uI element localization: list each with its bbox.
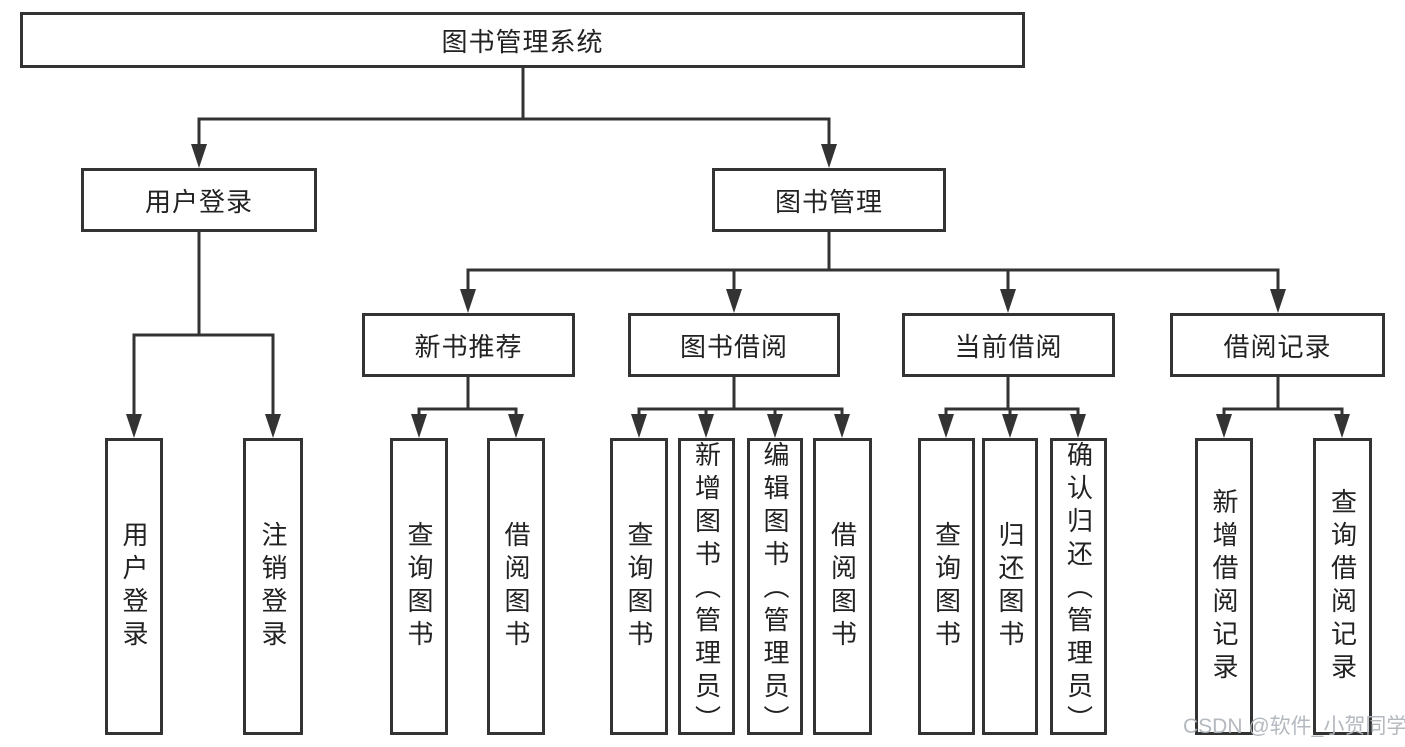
leaf-query-books-current: 查询图书 [918, 438, 975, 735]
leaf-query-books-current-label: 查询图书 [931, 520, 962, 653]
node-book-management-label: 图书管理 [774, 186, 883, 217]
leaf-borrow-books-borrowing: 借阅图书 [813, 438, 872, 735]
connector-new-book-bus [417, 407, 518, 418]
leaf-edit-book-admin-label: 编辑图书（管理员） [760, 441, 790, 738]
leaf-add-borrowing-record-label: 新增借阅记录 [1209, 487, 1239, 686]
arrowheads [126, 144, 1350, 438]
node-book-management: 图书管理 [712, 168, 946, 232]
node-new-book-recommendation-label: 新书推荐 [414, 331, 523, 362]
leaf-confirm-return-admin: 确认归还（管理员） [1050, 438, 1107, 738]
leaf-borrow-books-recommend: 借阅图书 [487, 438, 545, 735]
leaf-borrow-books-recommend-label: 借阅图书 [501, 520, 531, 653]
leaf-user-login-label: 用户登录 [119, 520, 149, 653]
node-user-login-label: 用户登录 [144, 186, 253, 217]
leaf-query-books-recommend-label: 查询图书 [404, 520, 434, 653]
watermark-text: CSDN @软件_小贺同学 [1183, 715, 1405, 738]
leaf-borrow-books-borrowing-label: 借阅图书 [827, 520, 858, 653]
node-borrowing-records: 借阅记录 [1170, 313, 1385, 377]
connector-book-borrowing-bus [637, 407, 844, 418]
node-library-management-system-label: 图书管理系统 [441, 26, 604, 57]
leaf-query-books-borrowing-label: 查询图书 [624, 520, 654, 653]
leaf-query-books-recommend: 查询图书 [390, 438, 448, 735]
connector-current-borrowing-bus [944, 407, 1080, 418]
leaf-add-book-admin: 新增图书（管理员） [678, 438, 735, 738]
leaf-edit-book-admin: 编辑图书（管理员） [747, 438, 803, 738]
leaf-query-borrowing-record: 查询借阅记录 [1313, 438, 1372, 735]
leaf-add-borrowing-record: 新增借阅记录 [1195, 438, 1253, 735]
connector-level2-bus [197, 117, 831, 148]
leaf-logout-login: 注销登录 [243, 438, 303, 735]
leaf-query-books-borrowing: 查询图书 [610, 438, 668, 735]
leaf-user-login: 用户登录 [105, 438, 163, 735]
connector-user-login-bus [132, 333, 275, 418]
leaf-logout-login-label: 注销登录 [258, 520, 288, 653]
leaf-query-borrowing-record-label: 查询借阅记录 [1327, 487, 1358, 686]
leaf-add-book-admin-label: 新增图书（管理员） [691, 441, 722, 738]
connector-level3-bus [466, 268, 1280, 294]
leaf-confirm-return-admin-label: 确认归还（管理员） [1063, 441, 1094, 738]
node-library-management-system: 图书管理系统 [20, 12, 1025, 68]
node-borrowing-records-label: 借阅记录 [1223, 331, 1332, 362]
node-new-book-recommendation: 新书推荐 [362, 313, 575, 377]
node-book-borrowing-label: 图书借阅 [679, 331, 788, 362]
node-current-borrowing-label: 当前借阅 [954, 331, 1063, 362]
node-current-borrowing: 当前借阅 [902, 313, 1115, 377]
leaf-return-books: 归还图书 [982, 438, 1038, 735]
node-user-login: 用户登录 [81, 168, 317, 232]
node-book-borrowing: 图书借阅 [628, 313, 840, 377]
connector-borrowing-records-bus [1222, 407, 1344, 418]
leaf-return-books-label: 归还图书 [995, 520, 1025, 653]
